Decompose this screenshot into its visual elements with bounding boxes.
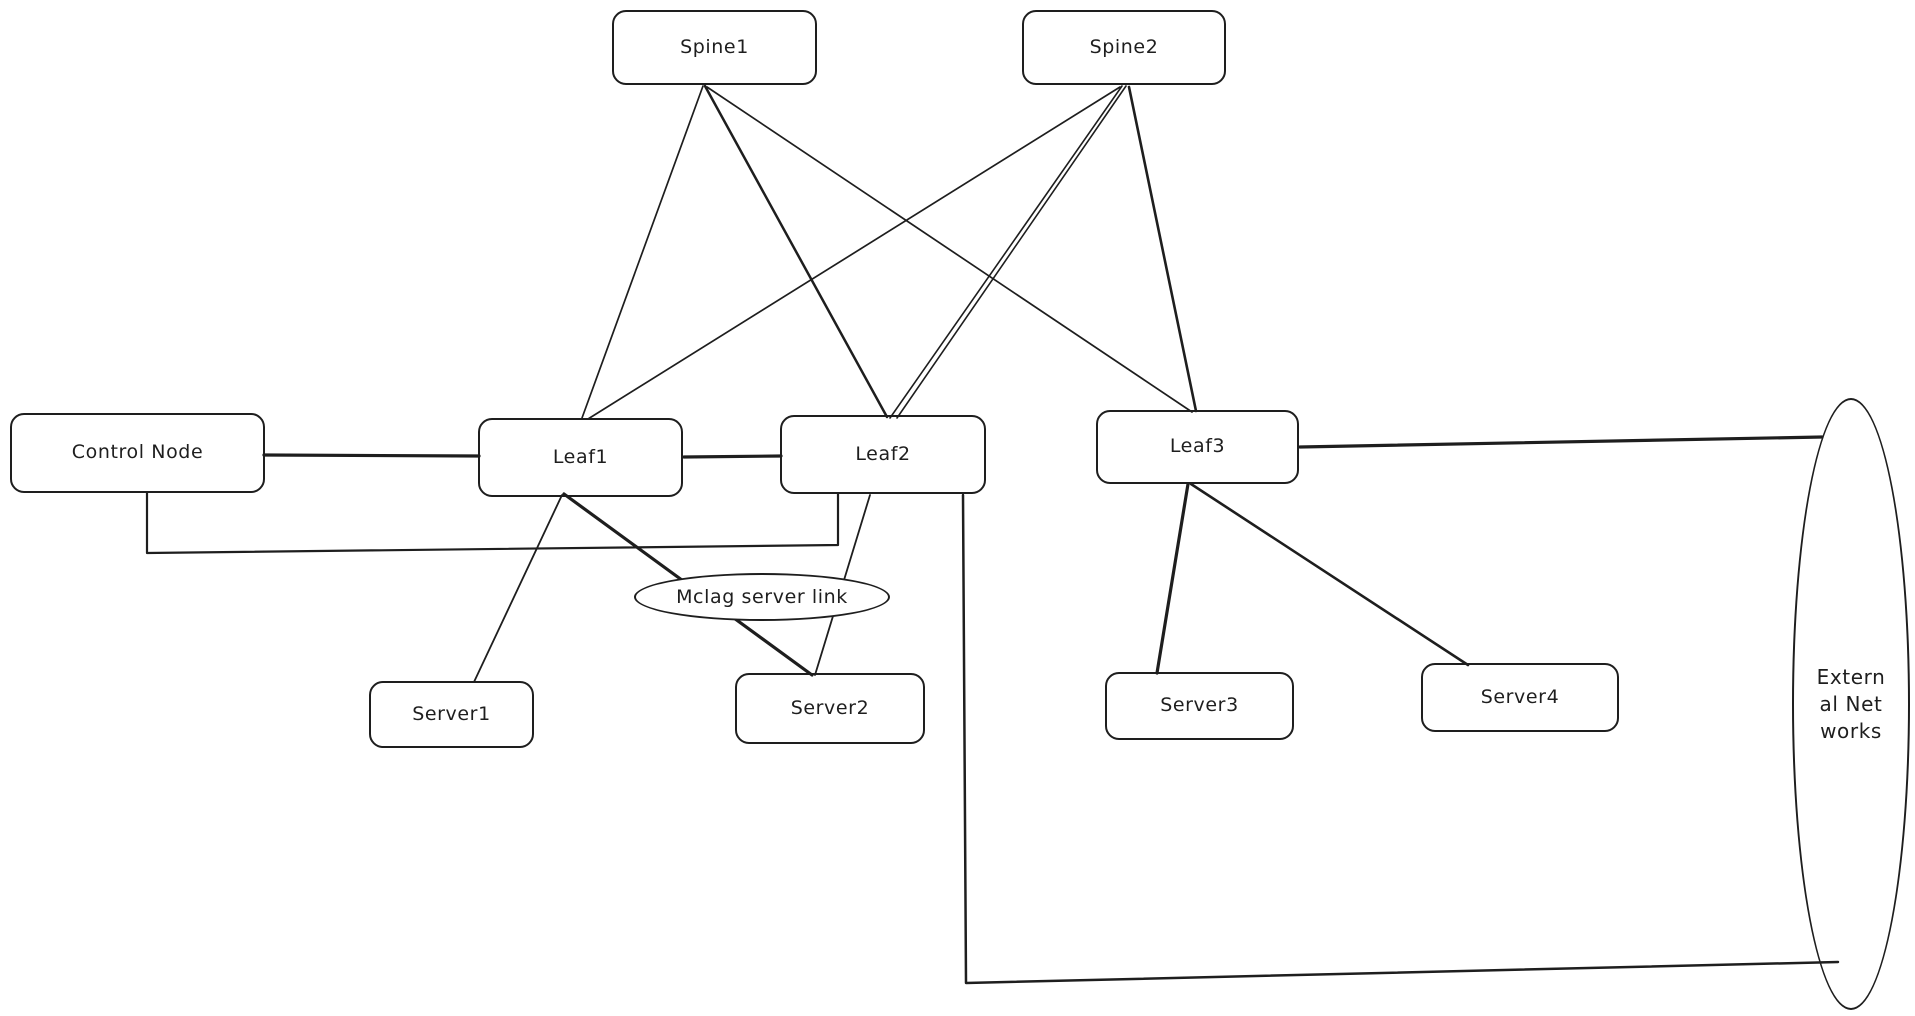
node-control-node-label: Control Node bbox=[71, 441, 204, 464]
edge-spine2-leaf2-b bbox=[896, 85, 1127, 419]
node-control-node[interactable]: Control Node bbox=[10, 413, 265, 493]
node-leaf1-label: Leaf1 bbox=[552, 445, 609, 468]
node-spine1[interactable]: Spine1 bbox=[612, 10, 817, 85]
node-spine2-label: Spine2 bbox=[1089, 35, 1159, 58]
node-server4-label: Server4 bbox=[1480, 685, 1560, 708]
node-leaf2-label: Leaf2 bbox=[855, 442, 911, 465]
node-server2-label: Server2 bbox=[790, 696, 870, 719]
edge-controlnode-leaf1 bbox=[262, 453, 481, 458]
edge-leaf3-server4 bbox=[1189, 482, 1470, 667]
edge-leaf1-leaf2 bbox=[682, 454, 783, 459]
node-server3-label: Server3 bbox=[1160, 694, 1239, 717]
edge-spine1-leaf2 bbox=[703, 84, 889, 419]
node-leaf3[interactable]: Leaf3 bbox=[1096, 410, 1299, 484]
node-spine1-label: Spine1 bbox=[680, 35, 749, 58]
edge-leaf3-server3 bbox=[1155, 482, 1190, 675]
edge-controlnode-leaf2 bbox=[145, 491, 840, 555]
node-spine2[interactable]: Spine2 bbox=[1022, 10, 1226, 85]
edge-spine2-leaf2-a bbox=[889, 85, 1123, 419]
annotation-mclag-server-link-label: Mclag server link bbox=[676, 585, 848, 608]
annotation-mclag-server-link[interactable]: Mclag server link bbox=[634, 573, 890, 621]
edge-spine1-leaf3 bbox=[706, 86, 1193, 413]
node-server1-label: Server1 bbox=[412, 702, 491, 725]
node-leaf1[interactable]: Leaf1 bbox=[478, 418, 683, 497]
node-server2[interactable]: Server2 bbox=[735, 673, 925, 744]
edge-spine2-leaf1 bbox=[587, 86, 1121, 420]
node-server3[interactable]: Server3 bbox=[1105, 672, 1294, 740]
node-server1[interactable]: Server1 bbox=[369, 681, 534, 748]
node-leaf2[interactable]: Leaf2 bbox=[780, 415, 986, 494]
node-server4[interactable]: Server4 bbox=[1421, 663, 1619, 732]
node-leaf3-label: Leaf3 bbox=[1169, 435, 1226, 458]
edge-leaf2-external bbox=[961, 493, 1840, 985]
edge-leaf3-external bbox=[1298, 435, 1824, 449]
node-external-networks-label: External Networks bbox=[1816, 664, 1886, 743]
node-external-networks[interactable]: External Networks bbox=[1792, 398, 1910, 1010]
edge-leaf1-server1 bbox=[473, 494, 563, 683]
edge-spine1-leaf1 bbox=[581, 85, 704, 419]
edge-spine2-leaf3 bbox=[1127, 85, 1198, 413]
